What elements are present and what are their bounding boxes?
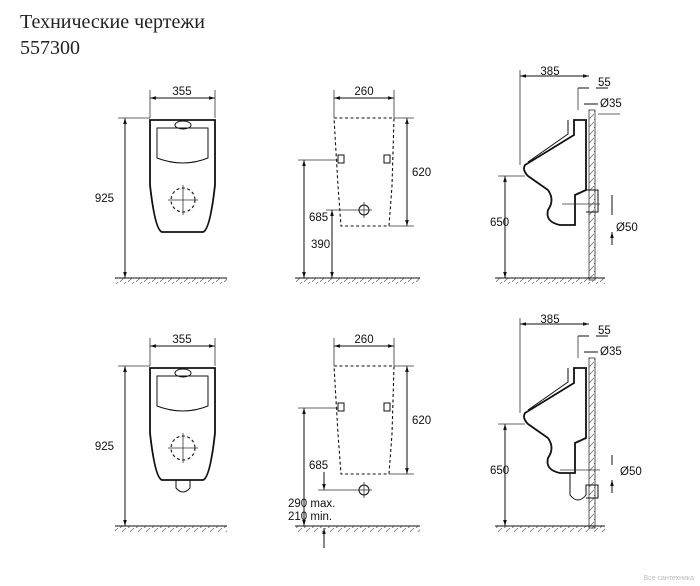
front-width-label: 355 — [172, 334, 191, 346]
side-depth-label: 385 — [540, 314, 559, 326]
side-depth-label: 385 — [540, 66, 559, 78]
side-inlet-label: Ø35 — [600, 346, 622, 358]
mount-upper-label: 620 — [412, 167, 431, 179]
side-offset-label: 55 — [598, 325, 611, 337]
front-view-top: 355 925 — [95, 86, 216, 278]
side-height-label: 650 — [490, 465, 509, 477]
side-view-top: 385 55 Ø35 Ø50 650 — [490, 66, 638, 281]
floor-bottom-2 — [295, 526, 420, 532]
mount-width-label: 260 — [354, 86, 373, 98]
mount-drain-label: 390 — [311, 239, 330, 251]
watermark: Все сантехника — [643, 575, 694, 582]
front-height-label: 925 — [95, 441, 114, 453]
mounting-view-top: 260 620 685 390 — [298, 86, 431, 278]
mount-height-label: 685 — [309, 212, 328, 224]
drain-max-label: 290 max. — [288, 498, 335, 510]
floor-bottom-3 — [495, 526, 605, 532]
side-offset-label: 55 — [598, 77, 611, 89]
floor-top-1 — [115, 278, 227, 284]
mounting-view-bottom: 260 620 685 290 max. 210 min. — [288, 334, 431, 548]
page-title: Технические чертежи — [20, 11, 205, 33]
mount-height-label: 685 — [309, 460, 328, 472]
drain-min-label: 210 min. — [288, 511, 332, 523]
side-inlet-label: Ø35 — [600, 98, 622, 110]
floor-top-3 — [495, 278, 605, 284]
front-width-label: 355 — [172, 86, 191, 98]
model-number: 557300 — [20, 37, 80, 59]
front-view-bottom: 355 925 — [95, 334, 216, 526]
mount-width-label: 260 — [354, 334, 373, 346]
side-outlet-label: Ø50 — [620, 466, 642, 478]
front-height-label: 925 — [95, 193, 114, 205]
floor-bottom-1 — [115, 526, 227, 532]
side-height-label: 650 — [490, 217, 509, 229]
floor-top-2 — [295, 278, 420, 284]
mount-upper-label: 620 — [412, 415, 431, 427]
side-outlet-label: Ø50 — [616, 222, 638, 234]
side-view-bottom: 385 55 Ø35 Ø50 650 — [490, 314, 642, 529]
